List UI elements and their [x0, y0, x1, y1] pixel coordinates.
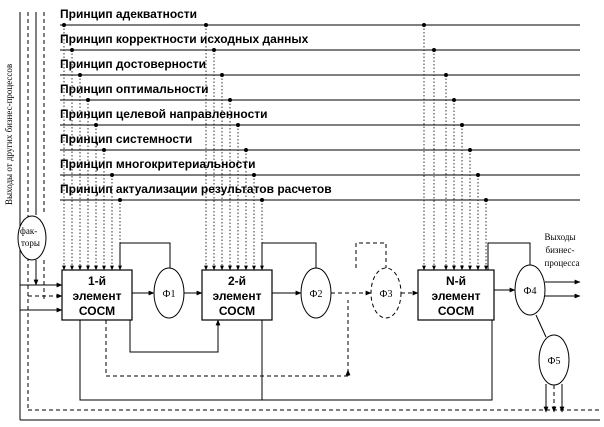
factors-label-1: фак-: [20, 226, 37, 236]
filter-f3: Ф3: [370, 267, 402, 319]
principle-label-1: Принцип адекватности: [60, 7, 197, 21]
filter-f1: Ф1: [153, 267, 185, 319]
block-2-line2: элемент: [213, 289, 262, 303]
filter-f2: Ф2: [300, 267, 332, 319]
principle-label-3: Принцип достоверности: [60, 57, 206, 71]
outputs-caption: Выходы бизнес- процесса: [544, 232, 579, 268]
principle-label-6: Принцип системности: [60, 132, 192, 146]
element-block-2: 2-й элемент СОСМ: [201, 269, 273, 321]
block-2-line3: СОСМ: [219, 304, 255, 318]
block-n-line1: N-й: [446, 274, 466, 288]
outputs-caption-3: процесса: [545, 258, 580, 268]
block-n-line3: СОСМ: [438, 304, 474, 318]
element-block-n: N-й элемент СОСМ: [417, 269, 495, 321]
factors-node: фак- торы: [17, 215, 47, 261]
block-2-line1: 2-й: [228, 274, 246, 288]
filter-f5-label: Ф5: [548, 356, 561, 367]
factors-label-2: торы: [21, 238, 40, 248]
principle-label-5: Принцип целевой направленности: [60, 107, 268, 121]
flow-connections: [20, 242, 600, 421]
block-1-line1: 1-й: [88, 274, 106, 288]
block-1-line2: элемент: [73, 289, 122, 303]
filter-f1-label: Ф1: [163, 289, 176, 300]
outputs-caption-2: бизнес-: [546, 245, 575, 255]
left-input-lines: [19, 12, 45, 420]
principle-label-7: Принцип многокритериальности: [60, 157, 256, 171]
block-1-line3: СОСМ: [79, 304, 115, 318]
element-block-1: 1-й элемент СОСМ: [61, 269, 133, 321]
filter-f2-label: Ф2: [310, 289, 323, 300]
principle-label-8: Принцип актуализации результатов расчето…: [60, 182, 332, 196]
principle-label-2: Принцип корректности исходных данных: [60, 32, 309, 46]
filter-f5: Ф5: [538, 334, 570, 386]
outputs-caption-1: Выходы: [544, 232, 575, 242]
block-n-line2: элемент: [432, 289, 481, 303]
left-caption: Выходы от других бизнес-процессов: [4, 64, 14, 205]
filter-f3-label: Ф3: [380, 289, 393, 300]
principle-label-4: Принцип оптимальности: [60, 82, 209, 96]
filter-f4-label: Ф4: [524, 286, 537, 297]
principle-drop-lines: [62, 23, 488, 271]
filter-f4: Ф4: [514, 264, 546, 316]
